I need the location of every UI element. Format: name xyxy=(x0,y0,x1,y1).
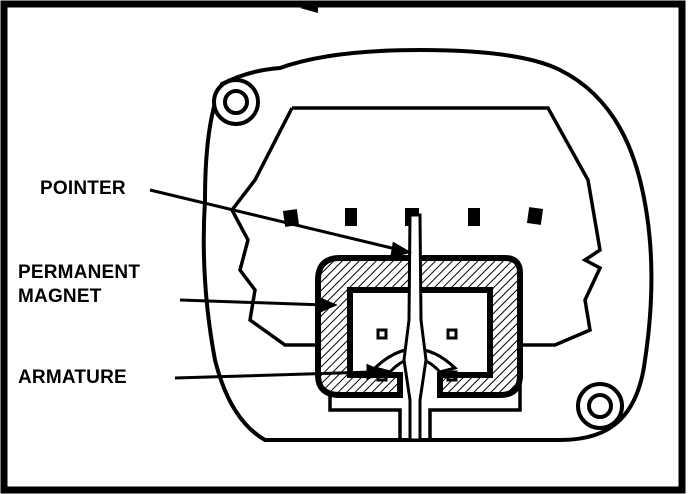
pointer-needle xyxy=(402,213,428,442)
frame-top-arrow xyxy=(300,3,318,13)
leader-lines xyxy=(149,188,412,381)
mount-hole-bottom-right xyxy=(587,393,613,419)
armature-label: ARMATURE xyxy=(18,367,127,388)
mount-hole-top-left xyxy=(223,89,249,115)
permanent-magnet-label-line1: PERMANENT xyxy=(18,262,141,283)
dial-face xyxy=(229,106,603,440)
pointer-label: POINTER xyxy=(40,178,126,199)
permanent-magnet-label-line2: MAGNET xyxy=(18,286,102,307)
